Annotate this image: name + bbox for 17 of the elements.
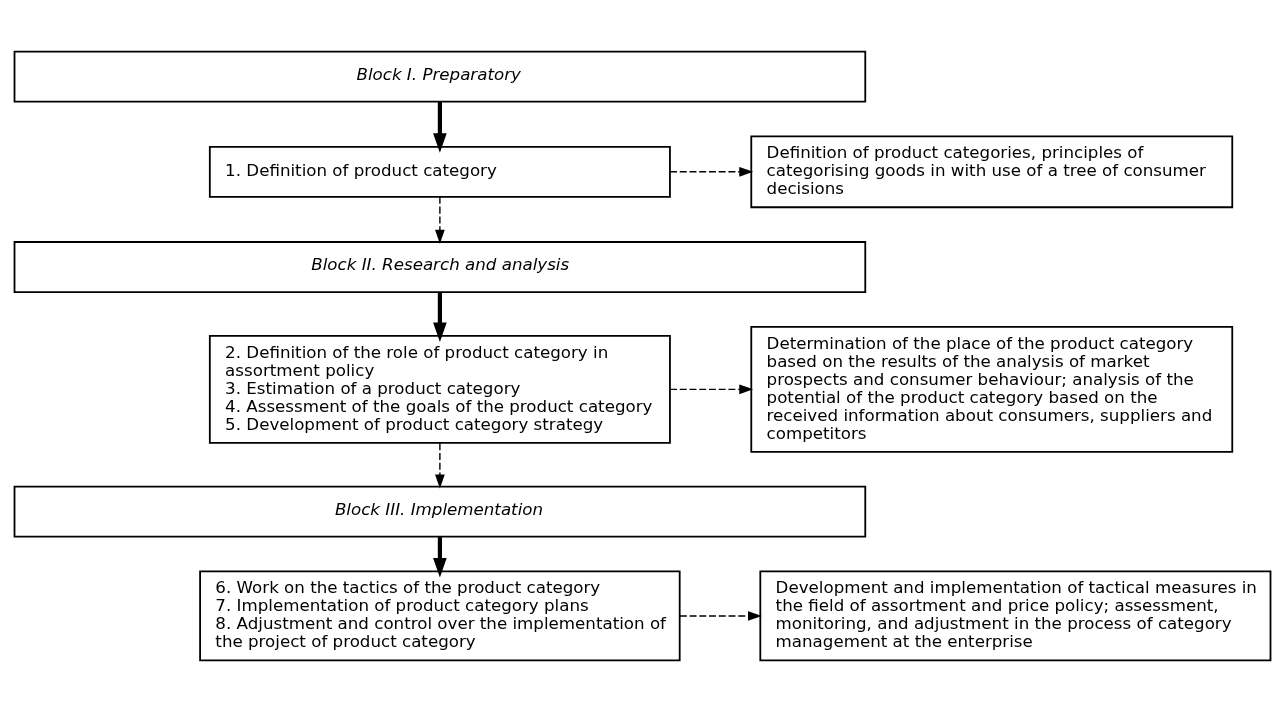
node-box: Block I. Preparatory	[13, 50, 867, 102]
node-box: 6. Work on the tactics of the product category 7. Implementation of product category plans 8. Adjustment and control over the implementation of the project of product category	[199, 570, 681, 661]
node-box: Definition of product categories, principles of categorising goods in with use of a tree of consumer decisions	[750, 134, 1234, 208]
arrow	[433, 536, 447, 578]
node-box: 1. Definition of product category	[208, 145, 671, 198]
arrow	[435, 195, 445, 244]
arrow	[669, 166, 754, 177]
arrow	[433, 101, 447, 153]
arrow	[669, 384, 754, 394]
node-box: Determination of the place of the product category based on the results of the analysis of market prospects and consumer behaviour; analysis of the potential of the product category based on the received information about consumers, suppliers and competitors	[750, 325, 1234, 453]
node-box: 2. Definition of the role of product category in assortment policy 3. Estimation of a product category 4. Assessment of the goals of the product category 5. Development of product category strategy	[208, 334, 671, 444]
node-box: Block II. Research and analysis	[13, 240, 867, 293]
node-box: Block III. Implementation	[13, 485, 867, 538]
arrow	[435, 442, 445, 488]
arrow	[679, 610, 762, 621]
arrow	[433, 292, 447, 342]
node-box: Development and implementation of tactical measures in the field of assortment and price policy; assessment, monitoring, and adjustment in the process of category management at the enterprise	[759, 570, 1272, 661]
